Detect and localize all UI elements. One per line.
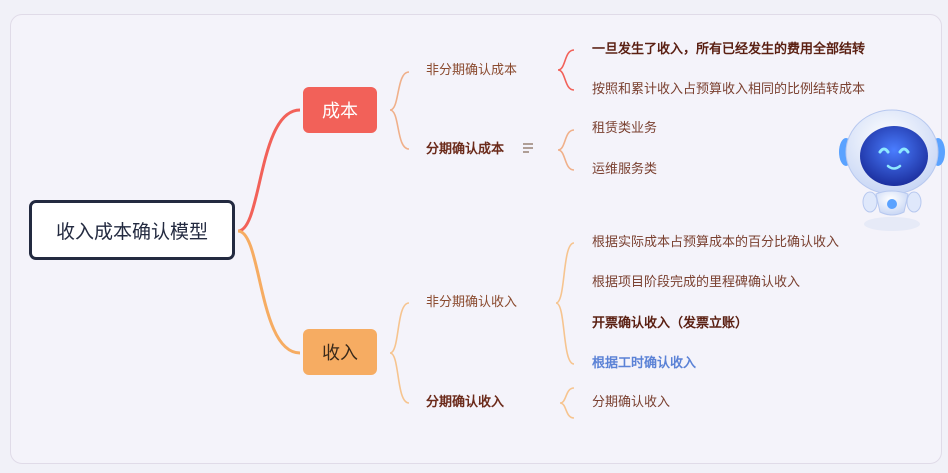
leaf-cost-transfer-all[interactable]: 一旦发生了收入，所有已经发生的费用全部结转 — [592, 42, 866, 57]
brace-cost-non-installment — [557, 49, 575, 91]
leaf-leasing-business[interactable]: 租赁类业务 — [592, 121, 658, 136]
leaf-cost-proportional[interactable]: 按照和累计收入占预算收入相同的比例结转成本 — [592, 82, 866, 97]
brace-cost-installment — [557, 129, 575, 171]
brace-revenue-installment — [559, 387, 575, 419]
brace-revenue-non-installment — [555, 242, 575, 365]
leaf-installment-revenue[interactable]: 分期确认收入 — [592, 395, 671, 410]
revenue-non-installment-node[interactable]: 非分期确认收入 — [426, 295, 518, 310]
leaf-work-hours[interactable]: 根据工时确认收入 — [592, 356, 697, 371]
cost-non-installment-node[interactable]: 非分期确认成本 — [426, 63, 518, 78]
note-lines-icon[interactable] — [521, 141, 535, 155]
revenue-installment-node[interactable]: 分期确认收入 — [426, 395, 505, 410]
brace-revenue — [389, 302, 410, 404]
cost-branch-node[interactable]: 成本 — [303, 87, 377, 133]
leaf-milestone[interactable]: 根据项目阶段完成的里程碑确认收入 — [592, 275, 801, 290]
leaf-cost-percentage[interactable]: 根据实际成本占预算成本的百分比确认收入 — [592, 235, 840, 250]
connector-root-cost — [237, 108, 301, 233]
cost-installment-node[interactable]: 分期确认成本 — [426, 142, 505, 157]
root-node[interactable]: 收入成本确认模型 — [29, 200, 235, 260]
connector-root-revenue — [237, 229, 301, 355]
leaf-invoice[interactable]: 开票确认收入（发票立账） — [592, 316, 749, 331]
brace-cost — [389, 71, 410, 150]
revenue-branch-node[interactable]: 收入 — [303, 329, 377, 375]
robot-mascot-icon[interactable] — [836, 104, 948, 236]
leaf-ops-service[interactable]: 运维服务类 — [592, 162, 658, 177]
